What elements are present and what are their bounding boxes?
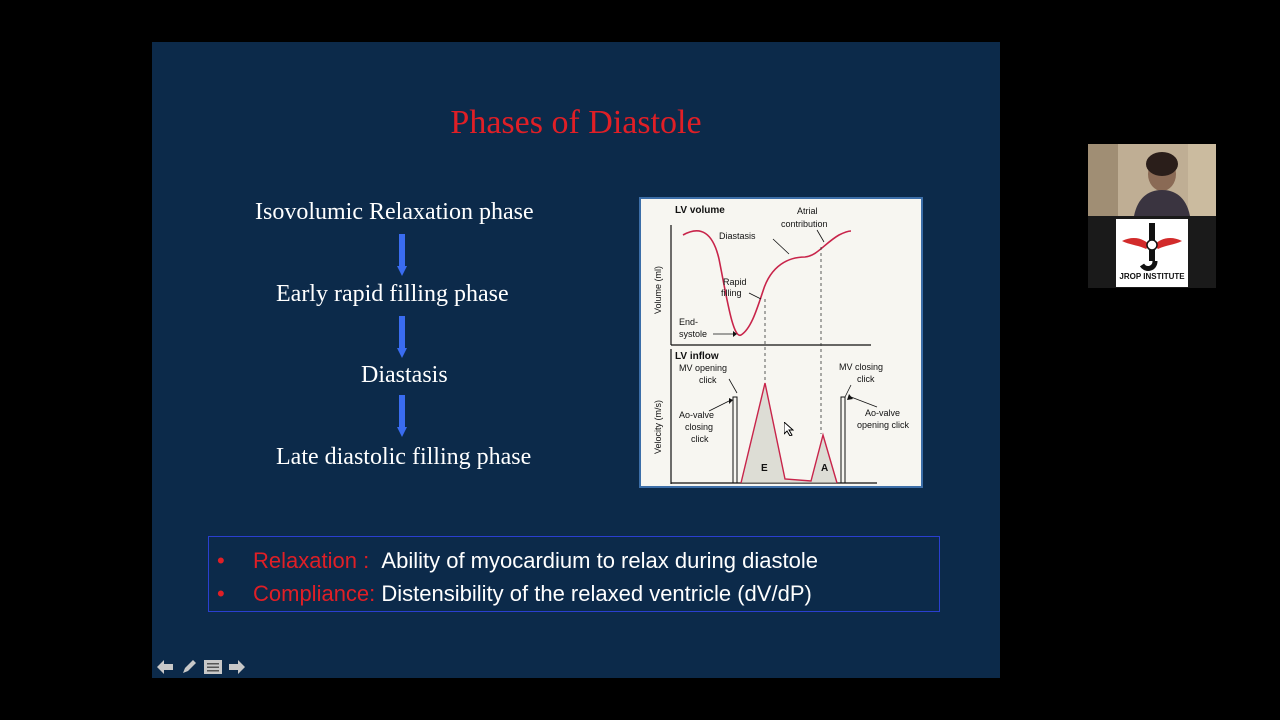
label-ao-open-1: Ao-valve <box>865 408 900 418</box>
bottom-panel-title: LV inflow <box>675 351 719 362</box>
definition-relaxation: • Relaxation : Ability of myocardium to r… <box>217 548 818 574</box>
label-rapid-2: filling <box>721 288 742 298</box>
pen-icon <box>183 660 196 673</box>
mouse-cursor-icon <box>784 422 794 436</box>
menu-icon <box>204 660 222 674</box>
ao-open-pointer <box>850 396 878 408</box>
label-mv-close-1: MV closing <box>839 362 883 372</box>
top-panel-title: LV volume <box>675 205 725 216</box>
definitions-box: • Relaxation : Ability of myocardium to r… <box>208 536 940 612</box>
mv-close-pointer <box>844 384 852 398</box>
down-arrow-icon <box>397 316 407 358</box>
definition-text: Ability of myocardium to relax during di… <box>381 548 818 573</box>
mv-open-pointer <box>728 378 738 394</box>
label-ao-close-2: closing <box>685 422 713 432</box>
ao-close-pointer <box>708 400 730 412</box>
ao-open-arrowhead <box>847 394 853 400</box>
term-relaxation: Relaxation : <box>253 548 370 573</box>
phase-late-diastolic: Late diastolic filling phase <box>276 444 532 470</box>
pen-tool-button[interactable] <box>180 659 198 675</box>
definition-compliance: • Compliance: Distensibility of the relax… <box>217 581 812 607</box>
label-ao-open-2: opening click <box>857 420 910 430</box>
label-mv-close-2: click <box>857 374 875 384</box>
down-arrow-icon <box>397 395 407 437</box>
next-slide-button[interactable] <box>228 659 246 675</box>
logo-text: JROP INSTITUTE <box>1116 272 1188 281</box>
label-mv-open-1: MV opening <box>679 363 727 373</box>
presenter-silhouette <box>1088 144 1216 216</box>
rapid-pointer <box>748 292 762 300</box>
volume-axis-label: Volume (ml) <box>653 266 663 314</box>
phase-diastasis: Diastasis <box>361 362 448 388</box>
down-arrow-icon <box>397 234 407 276</box>
endsys-arrowhead <box>733 331 737 337</box>
label-e-wave: E <box>761 463 768 474</box>
slide-title: Phases of Diastole <box>450 104 702 141</box>
volume-curve <box>682 230 852 336</box>
back-arrow-icon <box>157 660 173 674</box>
label-a-wave: A <box>821 463 828 474</box>
webcam-panel: JROP INSTITUTE <box>1088 144 1216 288</box>
jrop-logo: JROP INSTITUTE <box>1116 219 1188 287</box>
presentation-slide: Phases of Diastole Isovolumic Relaxation… <box>152 42 1000 678</box>
slide-nav-controls <box>156 658 246 676</box>
label-endsys-1: End- <box>679 317 698 327</box>
presenter-video <box>1088 144 1216 216</box>
ao-close-arrowhead <box>729 398 733 404</box>
logo-emblem-icon <box>1122 223 1182 271</box>
valve-click-left <box>732 396 738 484</box>
bullet: • <box>217 581 225 606</box>
phase-early-rapid: Early rapid filling phase <box>276 281 509 307</box>
term-compliance: Compliance: <box>253 581 376 606</box>
label-rapid-1: Rapid <box>723 277 747 287</box>
valve-click-right <box>840 396 846 484</box>
phase-isovolumic: Isovolumic Relaxation phase <box>255 199 534 225</box>
diagram-svg: LV volume Volume (ml) Diastasis Atrial c… <box>653 205 910 484</box>
bullet: • <box>217 548 225 573</box>
label-ao-close-3: click <box>691 434 709 444</box>
label-endsys-2: systole <box>679 329 707 339</box>
diastole-diagram: LV volume Volume (ml) Diastasis Atrial c… <box>639 197 923 488</box>
label-diastasis: Diastasis <box>719 231 756 241</box>
slide-menu-button[interactable] <box>204 659 222 675</box>
forward-arrow-icon <box>229 660 245 674</box>
definition-text: Distensibility of the relaxed ventricle … <box>381 581 812 606</box>
atrial-pointer <box>816 229 825 243</box>
label-atrial-2: contribution <box>781 219 828 229</box>
label-mv-open-2: click <box>699 375 717 385</box>
label-ao-close-1: Ao-valve <box>679 410 714 420</box>
velocity-axis-label: Velocity (m/s) <box>653 400 663 454</box>
previous-slide-button[interactable] <box>156 659 174 675</box>
diastasis-pointer <box>772 238 790 255</box>
inflow-curve <box>740 382 838 484</box>
label-atrial-1: Atrial <box>797 206 818 216</box>
